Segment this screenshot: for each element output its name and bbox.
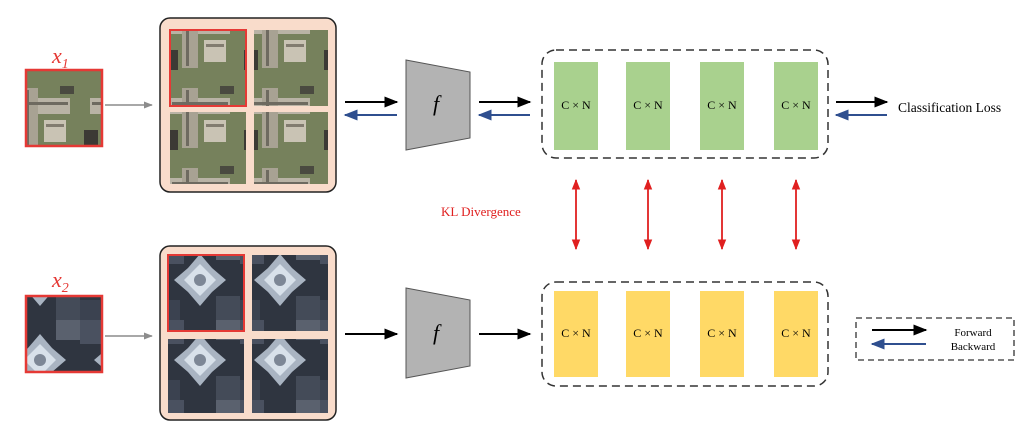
svg-text:C × N: C × N bbox=[707, 98, 737, 112]
encoder-f-top: f bbox=[405, 59, 471, 151]
svg-text:C × N: C × N bbox=[561, 98, 591, 112]
classification-loss-label: Classification Loss bbox=[898, 100, 1001, 115]
feature-block-bottom: C × N bbox=[554, 291, 598, 377]
augmentation-panel-bottom bbox=[159, 245, 337, 421]
x1-label: x1 bbox=[51, 43, 69, 72]
x2-label: x2 bbox=[51, 267, 69, 296]
svg-text:C × N: C × N bbox=[633, 326, 663, 340]
kl-divergence-label: KL Divergence bbox=[441, 204, 521, 219]
feature-block-bottom: C × N bbox=[700, 291, 744, 377]
feature-block-top: C × N bbox=[554, 62, 598, 150]
input-image-x1 bbox=[24, 68, 104, 148]
legend-backward-label: Backward bbox=[951, 341, 996, 353]
svg-text:C × N: C × N bbox=[781, 98, 811, 112]
svg-text:C × N: C × N bbox=[633, 98, 663, 112]
input-image-x2 bbox=[24, 294, 104, 374]
feature-block-top: C × N bbox=[626, 62, 670, 150]
feature-block-top: C × N bbox=[700, 62, 744, 150]
svg-text:f: f bbox=[433, 91, 442, 116]
svg-text:C × N: C × N bbox=[781, 326, 811, 340]
feature-group-bottom: C × N C × N C × N C × N bbox=[541, 281, 829, 387]
augmentation-panel-top bbox=[159, 17, 337, 193]
svg-text:C × N: C × N bbox=[707, 326, 737, 340]
encoder-f-bottom: f bbox=[405, 287, 471, 379]
feature-block-bottom: C × N bbox=[626, 291, 670, 377]
svg-text:f: f bbox=[433, 320, 442, 345]
legend-forward-label: Forward bbox=[954, 327, 992, 339]
feature-group-top: C × N C × N C × N C × N bbox=[541, 49, 829, 159]
legend: Forward Backward bbox=[855, 317, 1015, 361]
svg-text:C × N: C × N bbox=[561, 326, 591, 340]
feature-block-bottom: C × N bbox=[774, 291, 818, 377]
feature-block-top: C × N bbox=[774, 62, 818, 150]
